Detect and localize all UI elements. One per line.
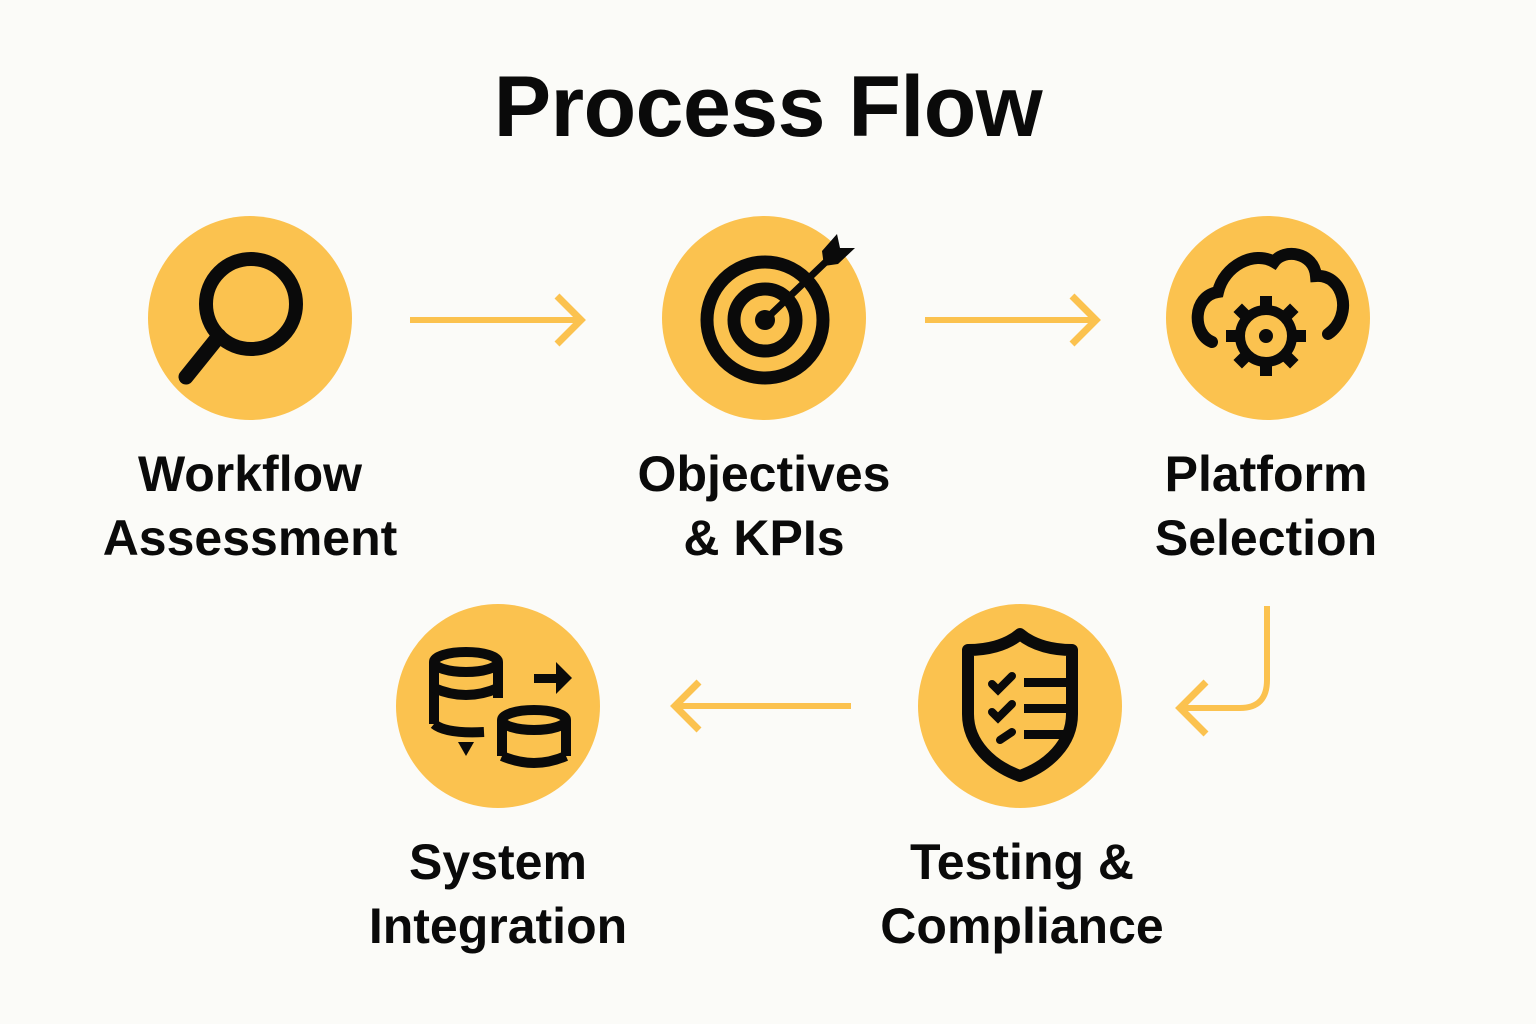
- shield-checklist-icon: [962, 628, 1078, 782]
- step-platform-selection-node: [1166, 216, 1370, 420]
- step-label: Platform Selection: [1076, 442, 1456, 570]
- step-label: Testing & Compliance: [832, 830, 1212, 958]
- flow-arrow-right: [925, 293, 1101, 347]
- step-label: Workflow Assessment: [60, 442, 440, 570]
- step-label-line2: Compliance: [880, 898, 1164, 954]
- cloud-gear-icon: [1191, 248, 1349, 376]
- step-label-line1: Testing &: [909, 834, 1135, 890]
- step-label-line2: Assessment: [102, 510, 398, 566]
- flow-arrow-right: [410, 293, 586, 347]
- step-label-line2: Selection: [1154, 510, 1378, 566]
- flow-arrow-left: [670, 679, 851, 733]
- magnifier-icon: [178, 252, 303, 385]
- step-label-line2: & KPIs: [683, 510, 845, 566]
- step-label: Objectives & KPIs: [574, 442, 954, 570]
- step-label-line1: Platform: [1164, 446, 1368, 502]
- flow-arrow-curved: [1175, 606, 1270, 737]
- step-label-line1: Objectives: [637, 446, 891, 502]
- target-arrow-icon: [700, 234, 855, 385]
- diagram-title: Process Flow: [493, 59, 1043, 155]
- step-system-integration-node: [396, 604, 600, 808]
- step-workflow-assessment-node: [148, 216, 352, 420]
- step-label: System Integration: [308, 830, 688, 958]
- step-testing-compliance-node: [918, 604, 1122, 808]
- step-objectives-kpis-node: [662, 216, 866, 420]
- step-label-line1: Workflow: [137, 446, 363, 502]
- step-label-line1: System: [409, 834, 587, 890]
- database-transfer-icon: [429, 647, 572, 768]
- step-label-line2: Integration: [368, 898, 628, 954]
